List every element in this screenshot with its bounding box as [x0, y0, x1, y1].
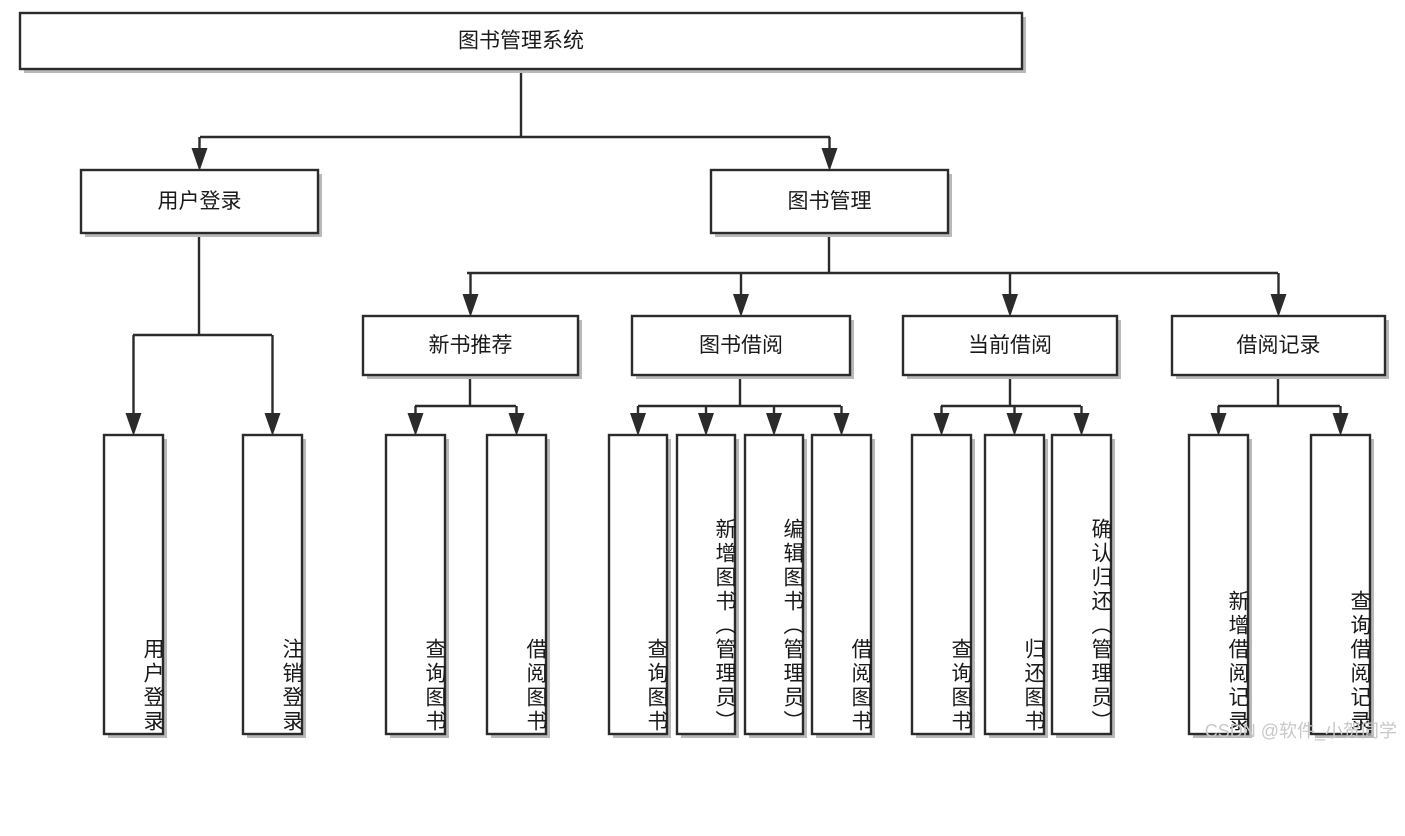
- node-leaf-confirm-return[interactable]: [1050, 433, 1115, 738]
- node-label: 新书推荐: [429, 334, 513, 357]
- node-leaf-add-record[interactable]: [1187, 433, 1252, 738]
- node-box[interactable]: [241, 433, 304, 736]
- node-leaf-query-record[interactable]: [1309, 433, 1374, 738]
- arrowhead: [191, 148, 208, 171]
- node-leaf-borrow-book[interactable]: [810, 433, 875, 738]
- edge-book-manage-to-borrow-record: [1270, 273, 1287, 317]
- node-leaf-query-book-rec[interactable]: [384, 433, 449, 738]
- node-box[interactable]: [901, 314, 1119, 377]
- node-leaf-add-book[interactable]: [675, 433, 739, 738]
- node-box[interactable]: [1050, 433, 1113, 736]
- node-box[interactable]: [1187, 433, 1250, 736]
- node-leaf-edit-book[interactable]: [743, 433, 807, 738]
- node-label: 用户登录: [158, 190, 242, 213]
- node-box[interactable]: [607, 433, 669, 736]
- edge-new-book-rec-to-leaf-query-book-rec: [407, 406, 424, 436]
- arrowhead: [1006, 413, 1023, 436]
- edge-root-to-book-manage: [821, 137, 838, 171]
- arrowhead: [1332, 413, 1349, 436]
- arrowhead: [125, 413, 142, 436]
- edge-new-book-rec-to-leaf-borrow-book-rec: [508, 406, 525, 436]
- node-box[interactable]: [79, 168, 320, 235]
- arrowhead: [508, 413, 525, 436]
- arrowhead: [833, 413, 850, 436]
- node-box[interactable]: [485, 433, 548, 736]
- node-new-book-rec[interactable]: 新书推荐: [361, 314, 582, 379]
- org-chart-diagram: 图书管理系统用户登录图书管理新书推荐图书借阅当前借阅借阅记录 用户登录注销登录查…: [18, 11, 1397, 741]
- edge-root-to-user-login: [191, 137, 208, 171]
- arrowhead: [462, 294, 479, 317]
- edge-book-manage-to-new-book-rec: [462, 273, 479, 317]
- arrowhead: [1210, 413, 1227, 436]
- edge-current-borrow-to-leaf-query-book-cur: [933, 406, 950, 436]
- edge-book-borrow-to-leaf-borrow-book: [833, 406, 850, 436]
- connector-bus-current-borrow: [941, 375, 1081, 408]
- watermark-label: CSDN @软件_小贺同学: [1204, 721, 1397, 741]
- node-leaf-borrow-book-rec[interactable]: [485, 433, 550, 738]
- edges-layer: [125, 69, 1349, 436]
- node-root[interactable]: 图书管理系统: [18, 11, 1026, 73]
- arrowhead: [733, 294, 749, 317]
- node-box[interactable]: [1170, 314, 1387, 377]
- node-box[interactable]: [630, 314, 852, 377]
- edge-borrow-record-to-leaf-add-record: [1210, 406, 1227, 436]
- edge-current-borrow-to-leaf-return-book: [1006, 406, 1023, 436]
- node-label: 图书管理: [788, 190, 872, 213]
- edge-borrow-record-to-leaf-query-record: [1332, 406, 1349, 436]
- node-label: 借阅记录: [1237, 334, 1321, 357]
- arrowhead: [407, 413, 424, 436]
- node-leaf-return-book[interactable]: [983, 433, 1048, 738]
- edge-user-login-to-leaf-user-logout: [264, 335, 281, 436]
- edge-current-borrow-to-leaf-confirm-return: [1073, 406, 1090, 436]
- connector-bus-book-borrow: [638, 375, 841, 408]
- node-leaf-query-book-cur[interactable]: [910, 433, 975, 738]
- arrowhead: [1073, 413, 1090, 436]
- edge-book-borrow-to-leaf-query-book-borrow: [630, 406, 646, 436]
- node-current-borrow[interactable]: 当前借阅: [901, 314, 1121, 379]
- arrowhead: [630, 413, 646, 436]
- node-box[interactable]: [910, 433, 973, 736]
- edge-book-borrow-to-leaf-edit-book: [766, 406, 782, 436]
- node-borrow-record[interactable]: 借阅记录: [1170, 314, 1389, 379]
- connector-bus-new-book: [415, 375, 516, 408]
- arrowhead: [933, 413, 950, 436]
- arrowhead: [766, 413, 782, 436]
- edge-book-manage-to-book-borrow: [733, 273, 749, 317]
- arrowhead: [264, 413, 281, 436]
- connector-bus-user-login: [133, 233, 272, 337]
- node-user-login[interactable]: 用户登录: [79, 168, 322, 237]
- edge-user-login-to-leaf-user-login: [125, 335, 142, 436]
- arrowhead: [698, 413, 714, 436]
- node-box[interactable]: [102, 433, 165, 736]
- node-box[interactable]: [810, 433, 873, 736]
- arrowhead: [821, 148, 838, 171]
- connector-bus-borrow-record: [1218, 375, 1340, 408]
- node-box[interactable]: [1309, 433, 1372, 736]
- node-box[interactable]: [384, 433, 447, 736]
- node-box[interactable]: [18, 11, 1024, 71]
- node-box[interactable]: [709, 168, 950, 235]
- node-box[interactable]: [983, 433, 1046, 736]
- arrowhead: [1270, 294, 1287, 317]
- node-label: 图书管理系统: [458, 30, 584, 53]
- node-book-manage[interactable]: 图书管理: [709, 168, 952, 237]
- node-leaf-user-logout[interactable]: [241, 433, 306, 738]
- node-box[interactable]: [675, 433, 737, 736]
- arrowhead: [1002, 294, 1018, 317]
- node-book-borrow[interactable]: 图书借阅: [630, 314, 854, 379]
- node-leaf-user-login[interactable]: [102, 433, 167, 738]
- node-leaf-query-book-borrow[interactable]: [607, 433, 671, 738]
- edge-book-borrow-to-leaf-add-book: [698, 406, 714, 436]
- node-box[interactable]: [743, 433, 805, 736]
- connector-bus-book-manage: [467, 233, 1278, 275]
- node-label: 当前借阅: [968, 334, 1052, 357]
- edge-book-manage-to-current-borrow: [1002, 273, 1018, 317]
- node-box[interactable]: [361, 314, 580, 377]
- connector-bus-root: [200, 69, 830, 139]
- node-label: 图书借阅: [699, 334, 783, 357]
